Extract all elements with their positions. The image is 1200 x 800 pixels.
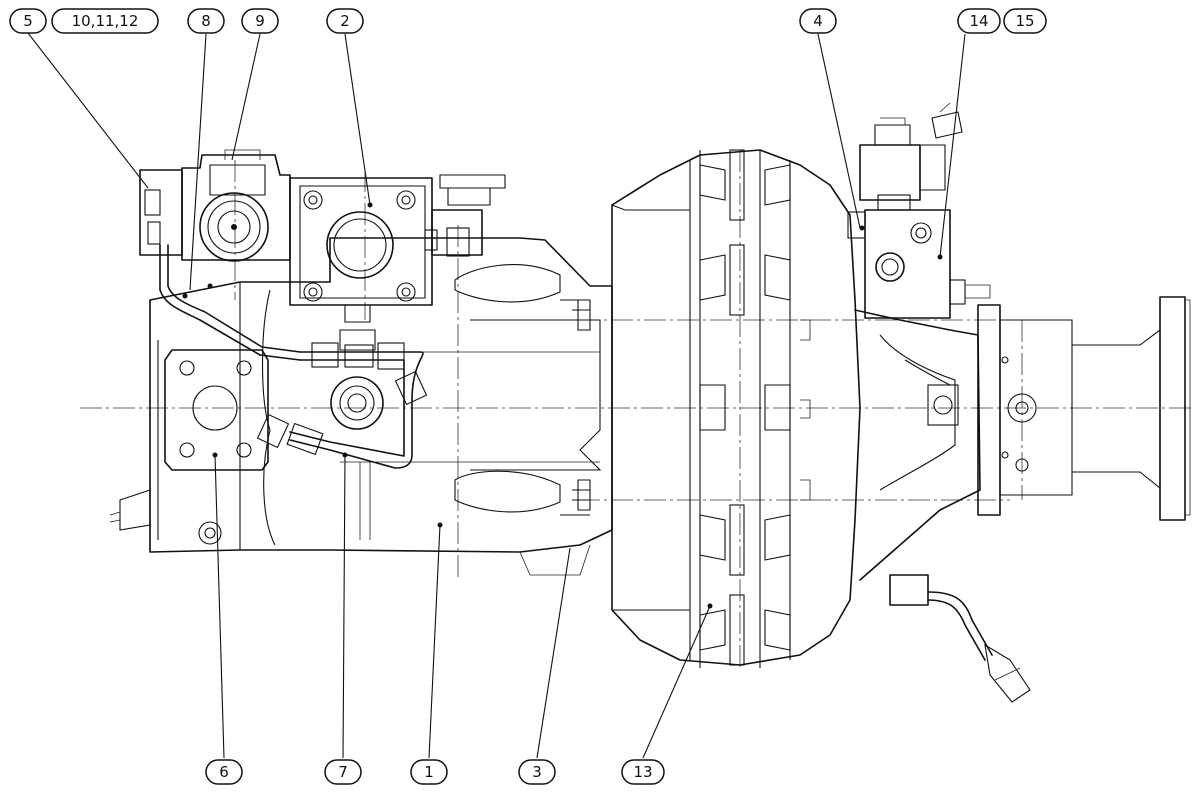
callout-5: 5 bbox=[9, 8, 47, 34]
callout-13-label: 13 bbox=[633, 763, 652, 781]
control-block bbox=[139, 149, 301, 361]
callout-15-label: 15 bbox=[1015, 12, 1034, 30]
callout-9: 9 bbox=[241, 8, 279, 34]
output-housing bbox=[854, 296, 1191, 581]
pump-housing bbox=[149, 237, 613, 576]
leader-lines bbox=[27, 32, 966, 759]
callout-14-label: 14 bbox=[969, 12, 988, 30]
callout-15: 15 bbox=[1003, 8, 1047, 34]
callout-4: 4 bbox=[799, 8, 837, 34]
callout-10-11-12-label: 10,11,12 bbox=[72, 12, 139, 30]
valve-assembly bbox=[847, 102, 991, 319]
port-flange bbox=[109, 349, 269, 545]
callout-7: 7 bbox=[324, 759, 362, 785]
callout-9-label: 9 bbox=[255, 12, 265, 30]
callout-14: 14 bbox=[957, 8, 1001, 34]
callout-8: 8 bbox=[187, 8, 225, 34]
callout-5-label: 5 bbox=[23, 12, 33, 30]
callout-1: 1 bbox=[410, 759, 448, 785]
callout-10-11-12: 10,11,12 bbox=[51, 8, 159, 34]
callout-3: 3 bbox=[518, 759, 556, 785]
callout-6: 6 bbox=[205, 759, 243, 785]
square-flange bbox=[289, 177, 433, 351]
callout-4-label: 4 bbox=[813, 12, 823, 30]
callout-7-label: 7 bbox=[338, 763, 348, 781]
callout-3-label: 3 bbox=[532, 763, 542, 781]
callout-13: 13 bbox=[621, 759, 665, 785]
center-lines bbox=[80, 150, 1195, 670]
sensor-connector bbox=[424, 174, 506, 257]
callout-8-label: 8 bbox=[201, 12, 211, 30]
cable-connector bbox=[889, 574, 1031, 703]
callout-1-label: 1 bbox=[424, 763, 434, 781]
hydraulic-line bbox=[256, 342, 428, 469]
callout-2-label: 2 bbox=[340, 12, 350, 30]
gear-housing bbox=[611, 149, 861, 668]
callout-6-label: 6 bbox=[219, 763, 229, 781]
callout-2: 2 bbox=[326, 8, 364, 34]
